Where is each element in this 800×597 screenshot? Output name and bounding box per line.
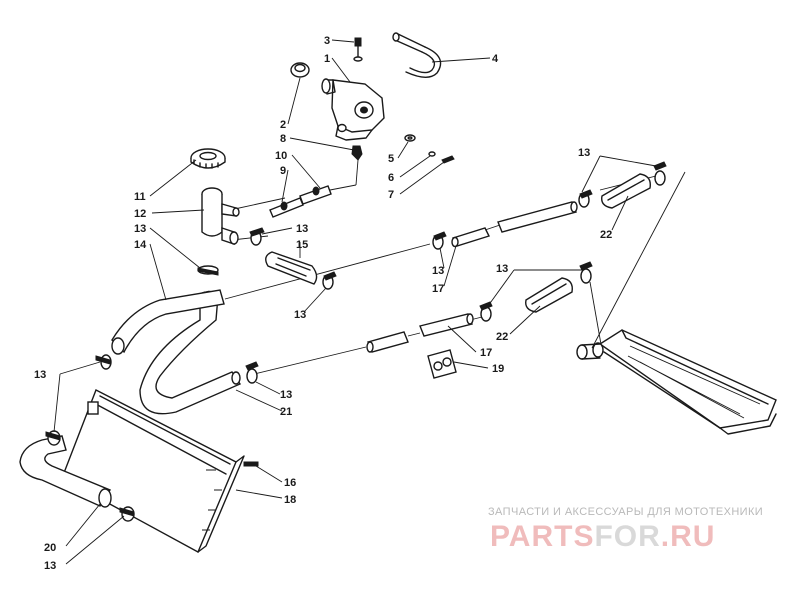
callout-8: 8: [280, 133, 286, 145]
callout-22: 22: [496, 331, 508, 343]
leader-lines: [53, 39, 657, 565]
clamp-icon: [249, 227, 265, 246]
watermark-tagline: ЗАПЧАСТИ И АКСЕССУАРЫ ДЛЯ МОТОТЕХНИКИ: [488, 506, 763, 518]
callout-7: 7: [388, 189, 394, 201]
coolant-tube-lower: [366, 313, 474, 353]
callout-labels: 1 2 3 4 5 6 7 8 9 10 11 12 13 14 13 15 1…: [34, 35, 612, 572]
heat-exchanger: [576, 329, 777, 435]
callout-2: 2: [280, 119, 286, 131]
clamp-icon: [578, 189, 593, 208]
callout-9: 9: [280, 165, 286, 177]
callout-6: 6: [388, 172, 394, 184]
hose-clamps: [45, 161, 667, 522]
callout-22: 22: [600, 229, 612, 241]
filler-neck: [201, 187, 240, 245]
small-hose-assembly: [269, 185, 332, 218]
callout-3: 3: [324, 35, 330, 47]
watermark-logo-ru: .RU: [661, 520, 716, 553]
upper-hose: [265, 251, 318, 285]
callout-13: 13: [280, 389, 292, 401]
watermark-logo: PARTSFOR.RU: [490, 520, 715, 553]
bleed-screw: [353, 37, 363, 62]
callout-13: 13: [578, 147, 590, 159]
callout-5: 5: [388, 153, 394, 165]
hose-clamp-14: [197, 265, 219, 276]
lower-radiator-hose: [19, 435, 112, 508]
callout-13: 13: [496, 263, 508, 275]
callout-10: 10: [275, 150, 287, 162]
callout-13: 13: [44, 560, 56, 572]
callout-15: 15: [296, 239, 308, 251]
callout-17: 17: [480, 347, 492, 359]
riser-hose: [111, 289, 225, 355]
callout-19: 19: [492, 363, 504, 375]
drain-fitting: [243, 461, 259, 467]
callout-1: 1: [324, 53, 330, 65]
callout-13: 13: [34, 369, 46, 381]
curved-hose-lower: [525, 277, 573, 313]
curved-hose-upper: [601, 173, 651, 209]
callout-17: 17: [432, 283, 444, 295]
coolant-tube-upper: [451, 201, 578, 248]
hose-end-cap: [290, 62, 310, 78]
clamp-icon: [579, 261, 593, 284]
callout-14: 14: [134, 239, 147, 251]
gasket: [427, 349, 457, 379]
thermostat-housing: [321, 78, 385, 141]
clamp-icon: [653, 161, 667, 186]
watermark: ЗАПЧАСТИ И АКСЕССУАРЫ ДЛЯ МОТОТЕХНИКИ PA…: [488, 506, 763, 553]
clamp-icon: [245, 361, 259, 384]
watermark-logo-parts: PARTS: [490, 520, 594, 553]
washer-set: [404, 134, 455, 164]
callout-21: 21: [280, 406, 292, 418]
callout-13: 13: [296, 223, 308, 235]
callout-13: 13: [432, 265, 444, 277]
callout-12: 12: [134, 208, 146, 220]
callout-18: 18: [284, 494, 296, 506]
callout-13: 13: [294, 309, 306, 321]
callout-13: 13: [134, 223, 146, 235]
clamp-icon: [95, 354, 112, 370]
callout-20: 20: [44, 542, 56, 554]
clamp-icon: [322, 271, 337, 290]
clamp-icon: [119, 506, 135, 522]
callout-16: 16: [284, 477, 296, 489]
callout-4: 4: [492, 53, 499, 65]
watermark-logo-for: FOR: [594, 520, 660, 553]
temperature-fitting: [351, 145, 363, 161]
bypass-hose: [392, 32, 442, 78]
clamp-icon: [432, 231, 447, 250]
radiator-cap: [190, 148, 226, 169]
callout-11: 11: [134, 191, 146, 203]
radiator-core: [61, 389, 245, 553]
clamp-icon: [479, 301, 493, 322]
